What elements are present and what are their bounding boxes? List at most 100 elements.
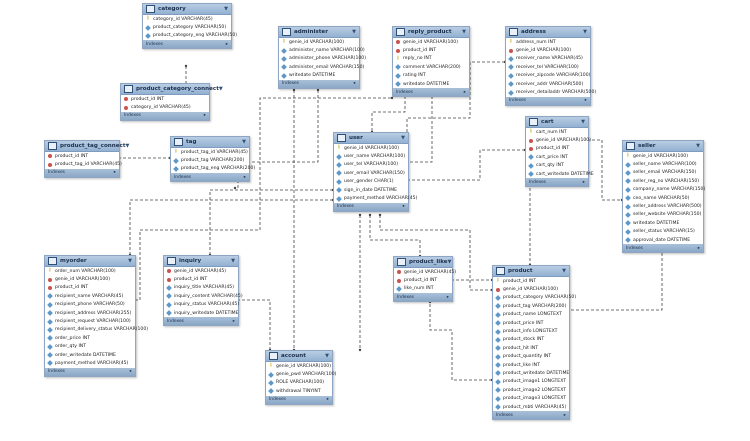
column-row[interactable]: recipient_request VARCHAR(100)	[45, 317, 135, 325]
chevron-down-icon[interactable]: ▼	[401, 135, 405, 141]
column-row[interactable]: seller_status VARCHAR(15)	[623, 228, 703, 236]
column-row[interactable]: product_image1 LONGTEXT	[493, 378, 569, 386]
column-row[interactable]: receiver_name VARCHAR(45)	[506, 55, 590, 63]
column-row[interactable]: ⚷genie_id VARCHAR(100)	[623, 152, 703, 160]
table-inquiry[interactable]: inquiry▼genie_id VARCHAR(45)product_id I…	[163, 255, 243, 327]
column-row[interactable]: product_category VARCHAR(50)	[143, 23, 231, 31]
expand-icon[interactable]: ▸	[225, 41, 228, 47]
chevron-down-icon[interactable]: ▼	[125, 143, 130, 149]
column-row[interactable]: payment_method VARCHAR(45)	[45, 359, 135, 367]
column-row[interactable]: product_hit INT	[493, 344, 569, 352]
chevron-down-icon[interactable]: ▼	[583, 29, 587, 35]
column-row[interactable]: administer_name VARCHAR(100)	[279, 46, 365, 54]
column-row[interactable]: ⚷genie_id VARCHAR(100)	[279, 38, 359, 46]
column-row[interactable]: withdrawal TINYINT	[266, 387, 332, 395]
table-header[interactable]: myorder▼	[45, 256, 135, 267]
column-row[interactable]: seller_email VARCHAR(150)	[623, 169, 703, 177]
column-row[interactable]: writedate DATETIME	[393, 80, 469, 88]
column-row[interactable]: ceo_name VARCHAR(50)	[623, 194, 703, 202]
column-row[interactable]: company_name VARCHAR(150)	[623, 186, 705, 194]
column-row[interactable]: recipient_delivery_status VARCHAR(100)	[45, 326, 148, 334]
column-row[interactable]: cart_writedate DATETIME	[526, 170, 594, 178]
indexes-bar[interactable]: Indexes▸	[121, 111, 209, 120]
chevron-down-icon[interactable]: ▼	[128, 258, 132, 264]
table-user[interactable]: user▼⚷genie_id VARCHAR(100)user_name VAR…	[333, 132, 417, 212]
indexes-bar[interactable]: Indexes▸	[164, 317, 238, 326]
expand-icon[interactable]: ▸	[203, 113, 206, 119]
indexes-bar[interactable]: Indexes▸	[493, 411, 569, 420]
column-row[interactable]: product_stock INT	[493, 336, 569, 344]
column-row[interactable]: receiver_zipcode VARCHAR(100)	[506, 72, 590, 80]
column-row[interactable]: order_price INT	[45, 334, 135, 342]
column-row[interactable]: recipient_address VARCHAR(255)	[45, 309, 135, 317]
chevron-down-icon[interactable]: ▼	[581, 119, 585, 125]
indexes-bar[interactable]: Indexes▸	[393, 88, 469, 97]
column-row[interactable]: receiver_addr VARCHAR(500)	[506, 80, 590, 88]
expand-icon[interactable]: ▸	[113, 170, 116, 176]
column-row[interactable]: product_mbti VARCHAR(45)	[493, 403, 569, 411]
column-row[interactable]: product_like INT	[493, 361, 569, 369]
column-row[interactable]: product_tag VARCHAR(200)	[171, 156, 249, 164]
column-row[interactable]: approval_date DATETIME	[623, 236, 703, 244]
indexes-bar[interactable]: Indexes▸	[143, 40, 231, 49]
chevron-down-icon[interactable]: ▼	[562, 268, 566, 274]
column-row[interactable]: product_id INT	[394, 276, 452, 284]
chevron-down-icon[interactable]: ▼	[325, 353, 329, 359]
column-row[interactable]: genie_id VARCHAR(45)	[394, 268, 456, 276]
table-header[interactable]: inquiry▼	[164, 256, 238, 267]
column-row[interactable]: ⚷cart_num INT	[526, 128, 588, 136]
table-header[interactable]: category▼	[143, 4, 231, 15]
column-row[interactable]: administer_email VARCHAR(150)	[279, 63, 364, 71]
table-header[interactable]: product_tag_connect▼	[45, 141, 129, 152]
indexes-bar[interactable]: Indexes▸	[266, 395, 332, 404]
table-header[interactable]: account▼	[266, 351, 332, 362]
table-product-like[interactable]: product_like▼genie_id VARCHAR(45)product…	[393, 256, 456, 303]
column-row[interactable]: sign_in_date DATETIME	[334, 186, 408, 194]
column-row[interactable]: ROLE VARCHAR(100)	[266, 379, 332, 387]
column-row[interactable]: like_num INT	[394, 285, 452, 293]
column-row[interactable]: receiver_tel VARCHAR(100)	[506, 63, 590, 71]
column-row[interactable]: inquiry_content VARCHAR(45)	[164, 292, 243, 300]
table-administer[interactable]: administer▼⚷genie_id VARCHAR(100)adminis…	[278, 26, 366, 89]
column-row[interactable]: inquiry_title VARCHAR(45)	[164, 284, 238, 292]
column-row[interactable]: inquiry_writedate DATETIME	[164, 309, 239, 317]
column-row[interactable]: product_id INT	[164, 275, 238, 283]
expand-icon[interactable]: ▸	[326, 397, 329, 403]
column-row[interactable]: user_gender CHAR(1)	[334, 178, 408, 186]
column-row[interactable]: seller_address VARCHAR(500)	[623, 202, 703, 210]
column-row[interactable]: product_tag_id VARCHAR(45)	[45, 160, 122, 168]
column-row[interactable]: writedate DATETIME	[279, 72, 359, 80]
column-row[interactable]: product_id INT	[393, 46, 469, 54]
column-row[interactable]: order_writedate DATETIME	[45, 351, 135, 359]
table-header[interactable]: product▼	[493, 266, 569, 277]
column-row[interactable]: genie_id VARCHAR(100)	[506, 46, 590, 54]
column-row[interactable]: ⚷category_id VARCHAR(45)	[143, 15, 231, 23]
column-row[interactable]: recipient_phone VARCHAR(50)	[45, 301, 135, 309]
column-row[interactable]: genie_id VARCHAR(100)	[526, 136, 591, 144]
indexes-bar[interactable]: Indexes▸	[526, 178, 588, 187]
column-row[interactable]: product_tag_eng VARCHAR(200)	[171, 165, 255, 173]
table-header[interactable]: user▼	[334, 133, 408, 144]
table-header[interactable]: tag▼	[171, 137, 249, 148]
table-header[interactable]: reply_product▼	[393, 27, 469, 38]
table-header[interactable]: seller▼	[623, 141, 703, 152]
column-row[interactable]: product_info LONGTEXT	[493, 327, 569, 335]
expand-icon[interactable]: ▸	[232, 318, 235, 324]
column-row[interactable]: genie_id VARCHAR(100)	[393, 38, 469, 46]
table-reply-product[interactable]: reply_product▼genie_id VARCHAR(100)produ…	[392, 26, 470, 98]
expand-icon[interactable]: ▸	[697, 245, 700, 251]
indexes-bar[interactable]: Indexes▸	[623, 244, 703, 253]
column-row[interactable]: order_qty INT	[45, 343, 135, 351]
column-row[interactable]: product_quantity INT	[493, 353, 569, 361]
expand-icon[interactable]: ▸	[582, 179, 585, 185]
column-row[interactable]: product_name LONGTEXT	[493, 311, 569, 319]
column-row[interactable]: product_category VARCHAR(50)	[493, 294, 576, 302]
table-header[interactable]: address▼	[506, 27, 590, 38]
column-row[interactable]: genie_id VARCHAR(100)	[493, 285, 569, 293]
chevron-down-icon[interactable]: ▼	[696, 143, 700, 149]
expand-icon[interactable]: ▸	[353, 81, 356, 87]
column-row[interactable]: seller_website VARCHAR(150)	[623, 211, 703, 219]
